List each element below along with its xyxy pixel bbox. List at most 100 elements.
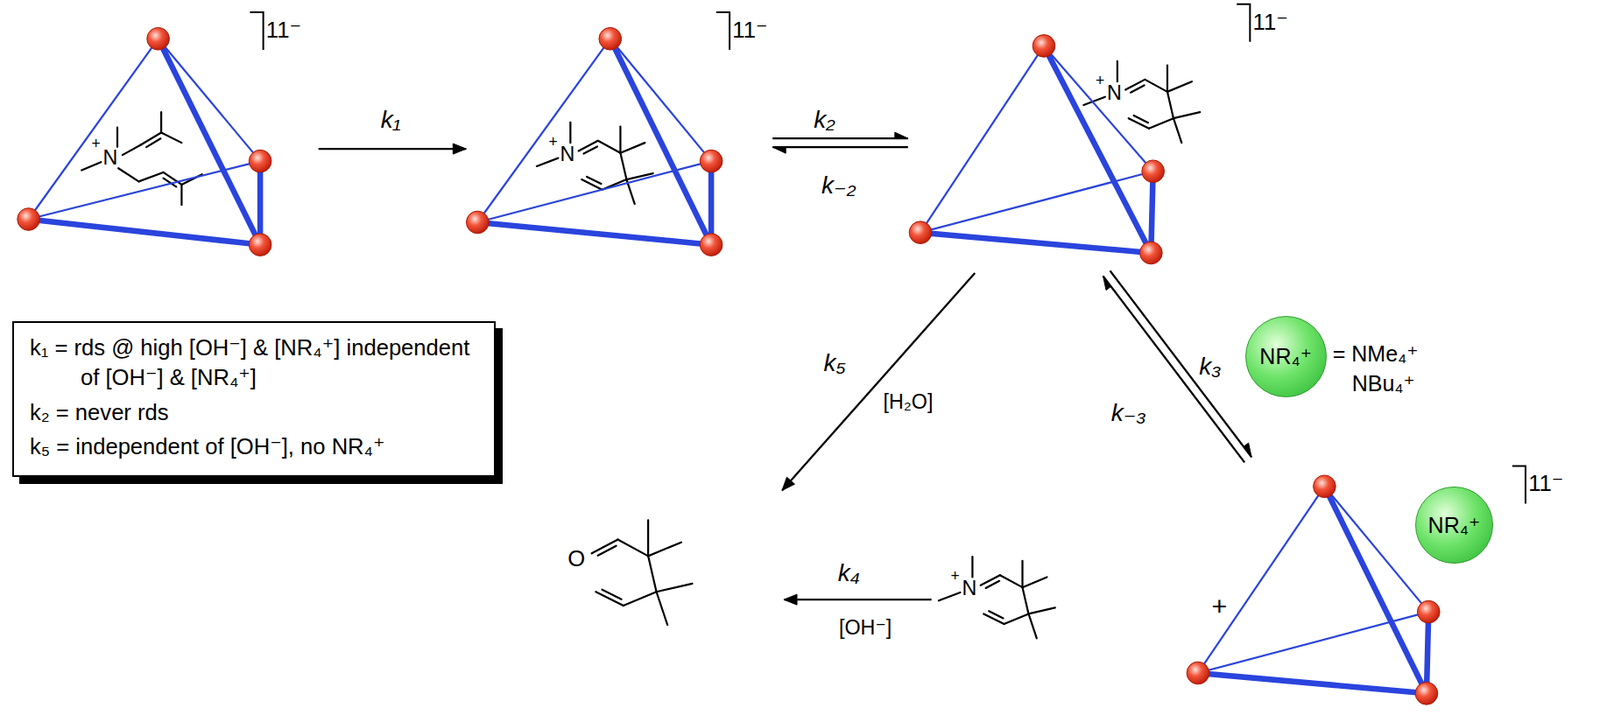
reaction-arrow: [1110, 270, 1253, 458]
double-bond: [578, 140, 599, 152]
atom-label: N: [559, 144, 575, 165]
reagent-label: [OH⁻]: [837, 618, 894, 639]
arrow-head: [1103, 275, 1112, 290]
arrow-head: [782, 477, 795, 491]
cage-edge: [257, 161, 264, 246]
atom-label: O: [567, 548, 586, 571]
cage-edge: [610, 38, 712, 245]
double-bond: [146, 138, 161, 148]
rate-constant: k₅: [822, 351, 848, 376]
charge-label: 11⁻: [1253, 11, 1289, 35]
reaction-arrow: [318, 148, 467, 150]
single-bond: [536, 158, 558, 167]
cage-edge: [1198, 673, 1427, 694]
double-bond: [602, 590, 622, 600]
reaction-arrow: [772, 146, 909, 149]
rate-constant: k₋₂: [819, 173, 858, 198]
single-bond: [1029, 613, 1037, 639]
single-bond: [1022, 587, 1030, 614]
metal-vertex: [1186, 662, 1210, 685]
single-bond: [138, 172, 163, 182]
reaction-arrow: [772, 137, 909, 140]
atom-label: +: [1095, 73, 1105, 89]
single-bond: [938, 592, 960, 601]
single-bond: [1173, 118, 1182, 143]
charge-bracket: [1236, 4, 1250, 43]
metal-vertex: [1032, 35, 1056, 58]
single-bond: [1166, 65, 1169, 92]
double-bond: [988, 611, 1003, 619]
single-bond: [569, 122, 571, 143]
double-bond: [598, 546, 617, 557]
double-bond: [586, 176, 601, 184]
cage-edge: [1150, 171, 1153, 254]
atom-label: N: [961, 579, 977, 600]
single-bond: [81, 162, 101, 170]
atom-label: N: [102, 148, 118, 169]
cage-edge: [708, 161, 715, 246]
single-bond: [656, 592, 669, 626]
single-bond: [1173, 112, 1200, 119]
rate-constant: k₋₃: [1109, 401, 1149, 426]
single-bond: [620, 142, 645, 154]
arrow-head: [772, 147, 786, 154]
single-bond: [1029, 607, 1056, 614]
cage-edge: [477, 38, 610, 223]
single-bond: [1167, 81, 1192, 92]
charge-label: 11⁻: [266, 19, 302, 43]
single-bond: [118, 168, 139, 182]
species: 11⁻+N: [471, 10, 768, 261]
cage-edge: [1324, 486, 1427, 695]
double-bond: [980, 575, 1001, 586]
cage-edge: [1426, 612, 1429, 694]
atom-label: N: [1106, 84, 1122, 105]
single-bond: [1167, 91, 1174, 119]
metal-vertex: [248, 149, 272, 173]
metal-vertex: [699, 233, 723, 257]
reagent-label: +: [1210, 593, 1230, 621]
single-bond: [122, 144, 141, 156]
note-box: k₁ = rds @ high [OH⁻] & [NR₄⁺] independe…: [12, 321, 496, 478]
metal-vertex: [699, 149, 723, 173]
double-bond: [1130, 84, 1144, 92]
single-bond: [971, 556, 973, 578]
rate-constant: k₁: [379, 108, 403, 134]
single-bond: [1144, 79, 1168, 92]
species: O: [559, 479, 780, 618]
charge-label: 11⁻: [1528, 473, 1564, 497]
single-bond: [1116, 61, 1119, 82]
double-bond: [581, 179, 602, 191]
cation-circle: NR₄⁺= NMe₄⁺ NBu₄⁺: [1245, 316, 1327, 398]
single-bond: [598, 140, 621, 154]
note-text: k₁ = rds @ high [OH⁻] & [NR₄⁺] independe…: [29, 333, 477, 394]
rate-constant: k₄: [836, 561, 862, 586]
arrow-head: [895, 132, 909, 139]
cation-label: NR₄⁺: [1259, 345, 1312, 368]
double-bond: [140, 132, 162, 145]
reaction-arrow: [783, 599, 932, 601]
metal-vertex: [147, 27, 170, 50]
metal-vertex: [1313, 475, 1337, 499]
reaction-arrow: [1103, 275, 1246, 463]
species: 11⁻ +N: [913, 1, 1291, 269]
single-bond: [619, 126, 621, 153]
cage-edge: [28, 219, 261, 246]
single-bond: [1021, 561, 1023, 588]
cage-edge: [158, 38, 261, 245]
single-bond: [623, 592, 657, 607]
reagent-label: [H₂O]: [881, 393, 936, 414]
cation-label: NR₄⁺: [1428, 514, 1481, 537]
atom-label: +: [548, 134, 557, 150]
double-bond: [584, 146, 598, 154]
metal-vertex: [17, 208, 41, 232]
cage-edge: [920, 171, 1154, 233]
species: 11⁻ NR₄⁺: [1184, 464, 1578, 705]
metal-vertex: [1140, 241, 1163, 265]
atom-label: +: [91, 137, 100, 153]
reaction-arrow: [782, 273, 975, 491]
single-bond: [1148, 118, 1174, 129]
metal-vertex: [599, 27, 622, 50]
double-bond: [1125, 79, 1145, 91]
single-bond: [1004, 613, 1030, 625]
single-bond: [1000, 575, 1023, 588]
